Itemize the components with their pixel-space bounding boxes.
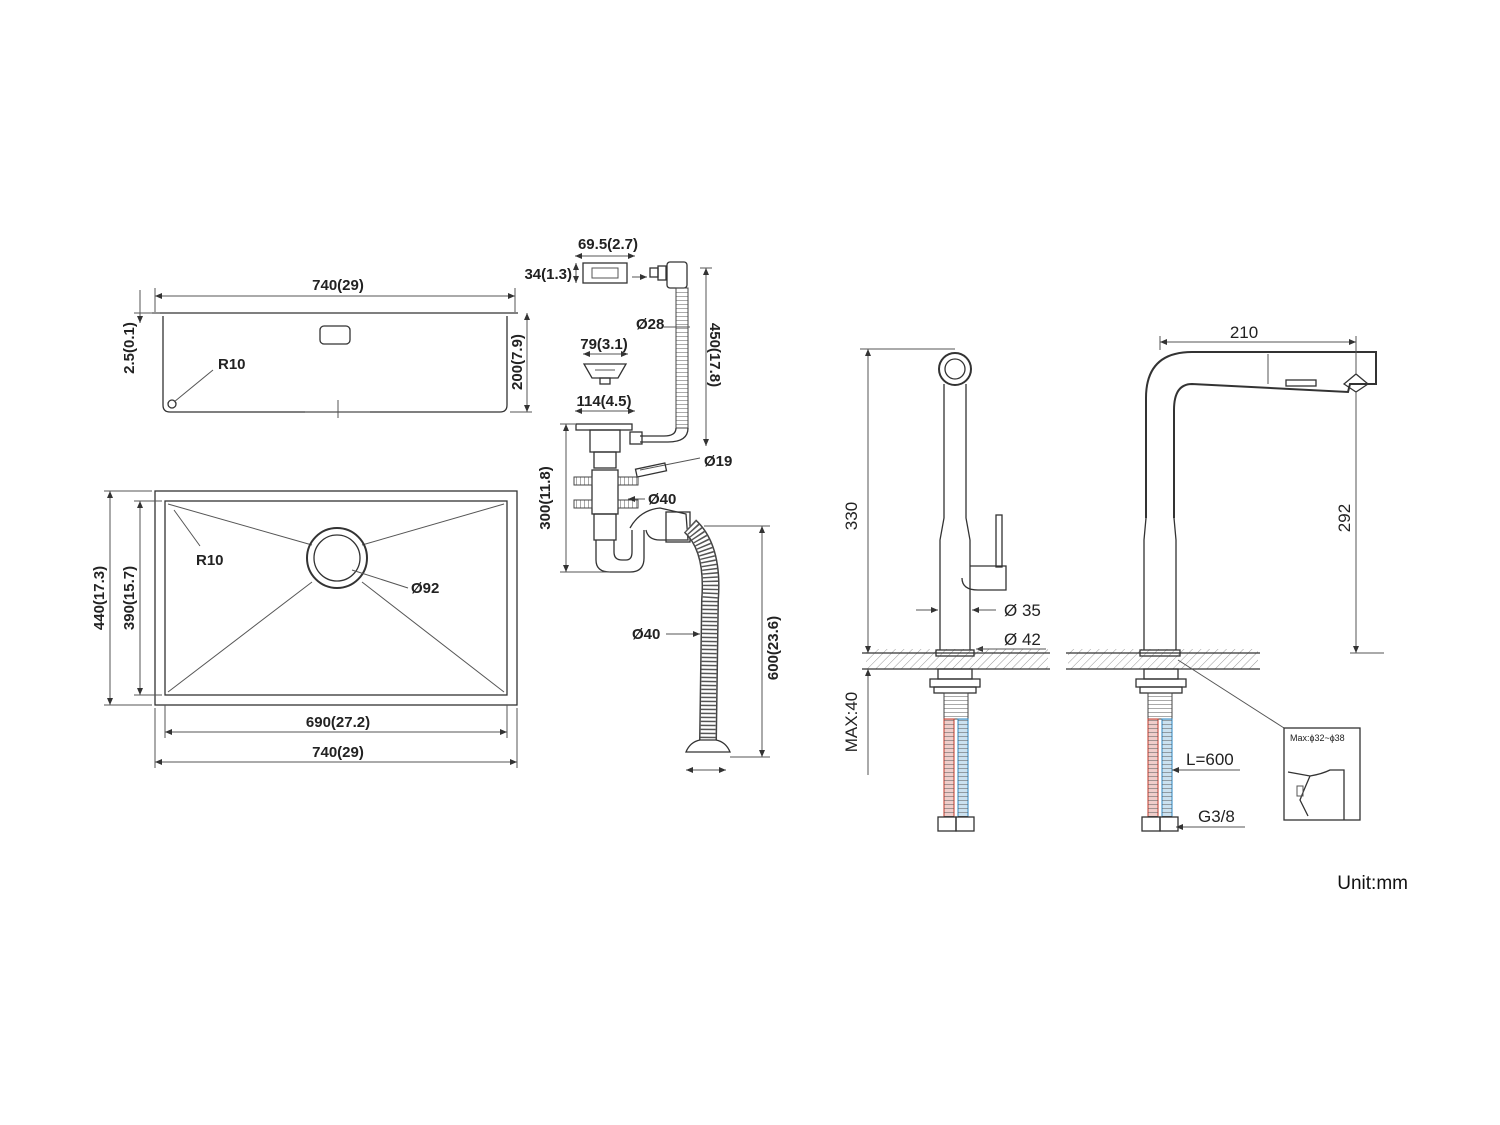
overflow-height-label: 34(1.3) xyxy=(524,266,572,283)
sink-plan-drain-label: Ø92 xyxy=(411,580,439,597)
unit-label: Unit:mm xyxy=(1337,873,1408,894)
sink-plan-inner-width-label: 690(27.2) xyxy=(306,714,370,731)
side-reach-label: 210 xyxy=(1230,323,1258,342)
faucet-front-view: 330 MAX:40 Ø 35 Ø 42 xyxy=(842,348,1050,832)
trap-dia-label: Ø40 xyxy=(648,491,676,508)
front-spout-dia-label: Ø 35 xyxy=(1004,601,1041,620)
hose-dia-label: Ø28 xyxy=(636,316,664,333)
sink-plan-outer-depth-label: 440(17.3) xyxy=(91,566,108,630)
side-hose-length-label: L=600 xyxy=(1186,750,1234,769)
sink-plan-radius-label: R10 xyxy=(196,552,224,569)
side-inlet-label: Ø19 xyxy=(704,453,732,470)
basket-label: 79(3.1) xyxy=(580,336,628,353)
sink-plan-inner-depth-label: 390(15.7) xyxy=(121,566,138,630)
sink-top-depth-label: 200(7.9) xyxy=(509,334,526,390)
sink-top-rim-label: 2.5(0.1) xyxy=(121,322,138,374)
front-max-label: MAX:40 xyxy=(842,692,861,752)
sink-plan-outer-width-label: 740(29) xyxy=(312,744,364,761)
mounting-hole-detail xyxy=(1283,727,1361,821)
sink-side-view: 740(29) R10 2.5(0.1) 200(7.9) xyxy=(121,277,532,418)
sink-plan-view: Ø92 R10 440(17.3) 390(15.7) 690(27.2) 74… xyxy=(91,490,518,768)
drain-kit: 69.5(2.7) 34(1.3) Ø28 450(17.8) 79(3.1) … xyxy=(524,236,782,773)
sink-top-width-label: 740(29) xyxy=(312,277,364,294)
side-spout-height-label: 292 xyxy=(1335,504,1354,532)
faucet-side-view: 210 292 L=600 G3/8 Max:ɸ32~ɸ38 xyxy=(1066,323,1384,832)
trap-height-label: 300(11.8) xyxy=(537,466,554,529)
front-height-label: 330 xyxy=(842,502,861,530)
flange-label: 114(4.5) xyxy=(576,393,631,410)
outlet-dia-label: Ø40 xyxy=(632,626,660,643)
side-hole-label: Max:ɸ32~ɸ38 xyxy=(1290,733,1345,743)
overflow-width-label: 69.5(2.7) xyxy=(578,236,638,253)
sink-top-radius-label: R10 xyxy=(218,356,246,373)
hose-length-label: 450(17.8) xyxy=(706,323,723,387)
side-thread-label: G3/8 xyxy=(1198,807,1235,826)
overflow-hose xyxy=(675,287,689,429)
outlet-length-label: 600(23.6) xyxy=(765,616,782,680)
front-base-dia-label: Ø 42 xyxy=(1004,630,1041,649)
